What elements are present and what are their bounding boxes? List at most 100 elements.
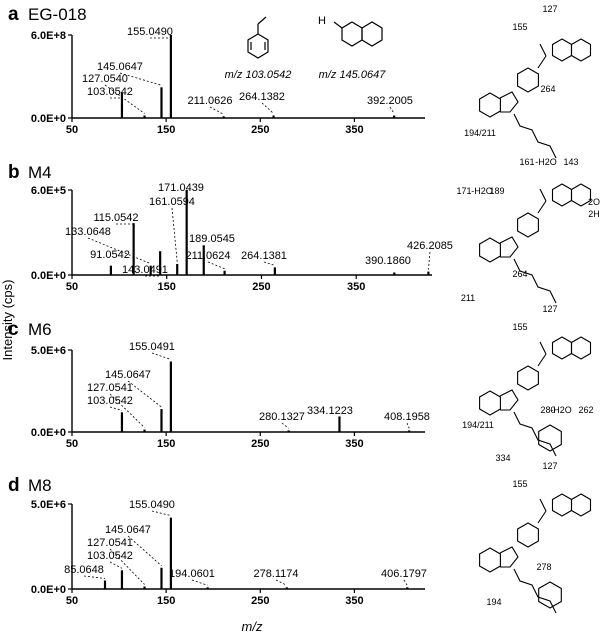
- panel-a-name: EG-018: [28, 5, 87, 24]
- peak-leader-line: [104, 84, 145, 114]
- peak-label: 143.0491: [122, 264, 168, 276]
- ring: [479, 547, 501, 573]
- panel-d-letter: d: [8, 475, 20, 496]
- peak-leader-line: [109, 548, 145, 585]
- peak-label: 280.1327: [259, 411, 305, 423]
- panel-b-name: M4: [28, 163, 52, 182]
- y-tick-label: 0.0E+0: [31, 427, 66, 439]
- peak-leader-line: [191, 579, 208, 586]
- peak-leader-line: [389, 106, 395, 114]
- fragment-cleavage-label: 194/211: [462, 420, 494, 430]
- ring: [479, 237, 501, 263]
- peak-label: 103.0542: [87, 550, 133, 562]
- fragment-cleavage-label: -H2O: [550, 405, 572, 415]
- ring: [570, 493, 592, 517]
- fragment-cleavage-label: 264: [540, 84, 555, 94]
- peak-label: 145.0647: [105, 369, 151, 381]
- ring: [479, 390, 501, 416]
- peak-label: 103.0542: [87, 395, 133, 407]
- fragment-cleavage-label: 189: [489, 186, 504, 196]
- peak-leader-line: [127, 535, 162, 567]
- x-tick-label: 350: [345, 595, 363, 607]
- peak-label: 127.0541: [87, 382, 133, 394]
- bond: [537, 200, 547, 214]
- x-tick-label: 50: [66, 438, 78, 450]
- y-tick-label: 5.0E+6: [31, 345, 66, 357]
- x-tick-label: 50: [66, 124, 78, 136]
- x-tick-label: 350: [345, 438, 363, 450]
- alkyl-chain: [513, 113, 557, 159]
- ring: [570, 336, 592, 360]
- peak-label: 264.1382: [239, 91, 285, 103]
- y-tick-label: 6.0E+8: [31, 30, 66, 42]
- peak-leader-line: [109, 393, 145, 428]
- peak-label: 390.1860: [365, 255, 411, 267]
- peak-label: 161.0594: [149, 196, 195, 208]
- ring: [499, 91, 519, 113]
- peak-label: 211.0626: [187, 95, 232, 107]
- fragment-cleavage-label: 2O: [588, 197, 600, 207]
- y-tick-label: 0.0E+0: [31, 113, 66, 125]
- ring: [570, 38, 592, 62]
- peak-label: 211.0624: [185, 250, 230, 262]
- fragment-cleavage-label: 280: [540, 405, 555, 415]
- peak-label: 155.0490: [127, 26, 173, 38]
- fragment-cleavage-label: 127: [542, 304, 557, 314]
- peak-label: 85.0648: [64, 564, 104, 576]
- panel-c-header: c M6: [8, 319, 52, 340]
- peak-label: 127.0540: [82, 73, 128, 85]
- peak-label: 408.1958: [384, 411, 430, 423]
- peak-label: 278.1174: [253, 568, 298, 580]
- carbonyl-bond: [539, 43, 547, 57]
- fragment-cleavage-label: 262: [578, 405, 593, 415]
- peak-label: 171.0439: [158, 182, 204, 194]
- fragment-cleavage-label: 278: [536, 562, 551, 572]
- x-tick-label: 150: [157, 438, 175, 450]
- peak-leader-line: [281, 422, 289, 429]
- peak-label: 133.0648: [65, 226, 111, 238]
- x-tick-label: 50: [66, 281, 78, 293]
- fragment-cleavage-label: 155: [512, 479, 527, 489]
- peak-label: 127.0541: [87, 537, 133, 549]
- peak-leader-line: [263, 261, 275, 266]
- alkyl-chain: [513, 411, 557, 457]
- x-tick-label: 250: [251, 595, 269, 607]
- peak-label: 334.1223: [307, 405, 353, 417]
- panel-c-name: M6: [28, 320, 52, 339]
- x-axis-title: m/z: [242, 619, 263, 634]
- ring: [499, 389, 519, 411]
- ring: [551, 183, 573, 207]
- peak-leader-line: [171, 207, 178, 262]
- carbonyl-bond: [539, 188, 547, 202]
- ring: [551, 38, 573, 62]
- peak-leader-line: [406, 422, 410, 429]
- bond: [537, 510, 547, 524]
- fragment-cleavage-label: 127: [542, 4, 557, 14]
- fragment-145-mz: m/z 145.0647: [319, 69, 387, 81]
- carbonyl-bond: [539, 498, 547, 512]
- fragment-145-structure: [333, 21, 383, 47]
- x-tick-label: 350: [345, 124, 363, 136]
- peak-label: 145.0647: [105, 524, 151, 536]
- peak-leader-line: [275, 579, 287, 586]
- x-tick-label: 150: [157, 124, 175, 136]
- peak-label: 91.0542: [90, 249, 130, 261]
- bond: [537, 353, 547, 367]
- peak-leader-line: [87, 237, 151, 265]
- ring: [570, 183, 592, 207]
- x-tick-label: 250: [251, 124, 269, 136]
- peak-label: 103.0542: [87, 86, 133, 98]
- y-axis-title: Intensity (cps): [0, 280, 15, 361]
- y-tick-label: 0.0E+0: [31, 584, 66, 596]
- y-tick-label: 6.0E+5: [31, 185, 66, 197]
- peak-leader-line: [151, 510, 171, 516]
- panel-d-name: M8: [28, 476, 52, 495]
- fragment-103-structure: [247, 16, 269, 59]
- fragment-cleavage-label: 143: [563, 157, 578, 167]
- peak-leader-line: [83, 575, 106, 579]
